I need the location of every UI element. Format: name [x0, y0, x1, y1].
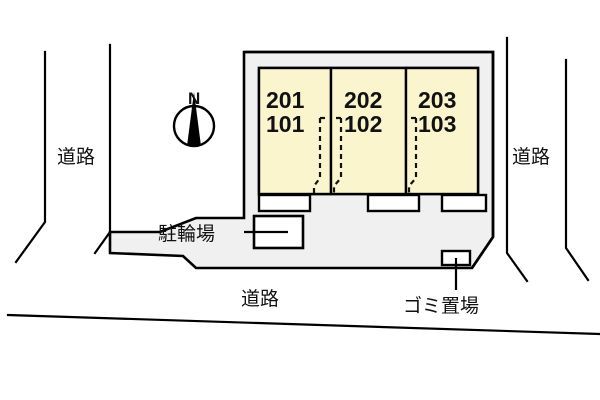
unit-cell-2: 202 102	[329, 66, 408, 196]
unit-cell-1: 201 101	[257, 66, 333, 196]
building-block: 201 101 202 102 203 103	[257, 66, 480, 196]
unit-3-outline	[404, 66, 480, 196]
compass-needle	[187, 92, 201, 146]
unit-2-stair-path	[332, 118, 343, 194]
garbage-area-label: ゴミ置場	[403, 295, 479, 317]
north-arrow-icon: N	[172, 89, 216, 148]
compass-north-letter: N	[188, 89, 200, 108]
bicycle-parking-label: 駐輪場	[158, 223, 215, 245]
road-label-left: 道路	[57, 146, 95, 168]
entrance-box-unit-2	[366, 193, 421, 213]
right-road-boundary	[505, 36, 590, 283]
entrance-boxes	[257, 193, 488, 213]
unit-2-lower-number: 102	[344, 111, 382, 137]
unit-cell-3: 203 103	[404, 66, 480, 196]
entrance-box-unit-3	[440, 193, 488, 213]
entrance-box-unit-1	[257, 193, 312, 213]
bottom-road-far-edge	[6, 313, 600, 336]
unit-1-lower-number: 101	[266, 111, 305, 137]
unit-3-upper-number: 203	[418, 87, 456, 113]
lot-inner-edges	[244, 50, 495, 269]
garbage-area	[440, 249, 472, 290]
unit-1-stair-path	[312, 118, 322, 194]
unit-3-stair-path	[407, 118, 418, 194]
unit-3-lower-number: 103	[418, 111, 456, 137]
unit-1-upper-number: 201	[266, 87, 305, 113]
road-label-right: 道路	[512, 146, 550, 168]
bicycle-parking-area	[244, 214, 305, 250]
unit-2-upper-number: 202	[344, 87, 382, 113]
road-label-bottom: 道路	[241, 288, 279, 310]
